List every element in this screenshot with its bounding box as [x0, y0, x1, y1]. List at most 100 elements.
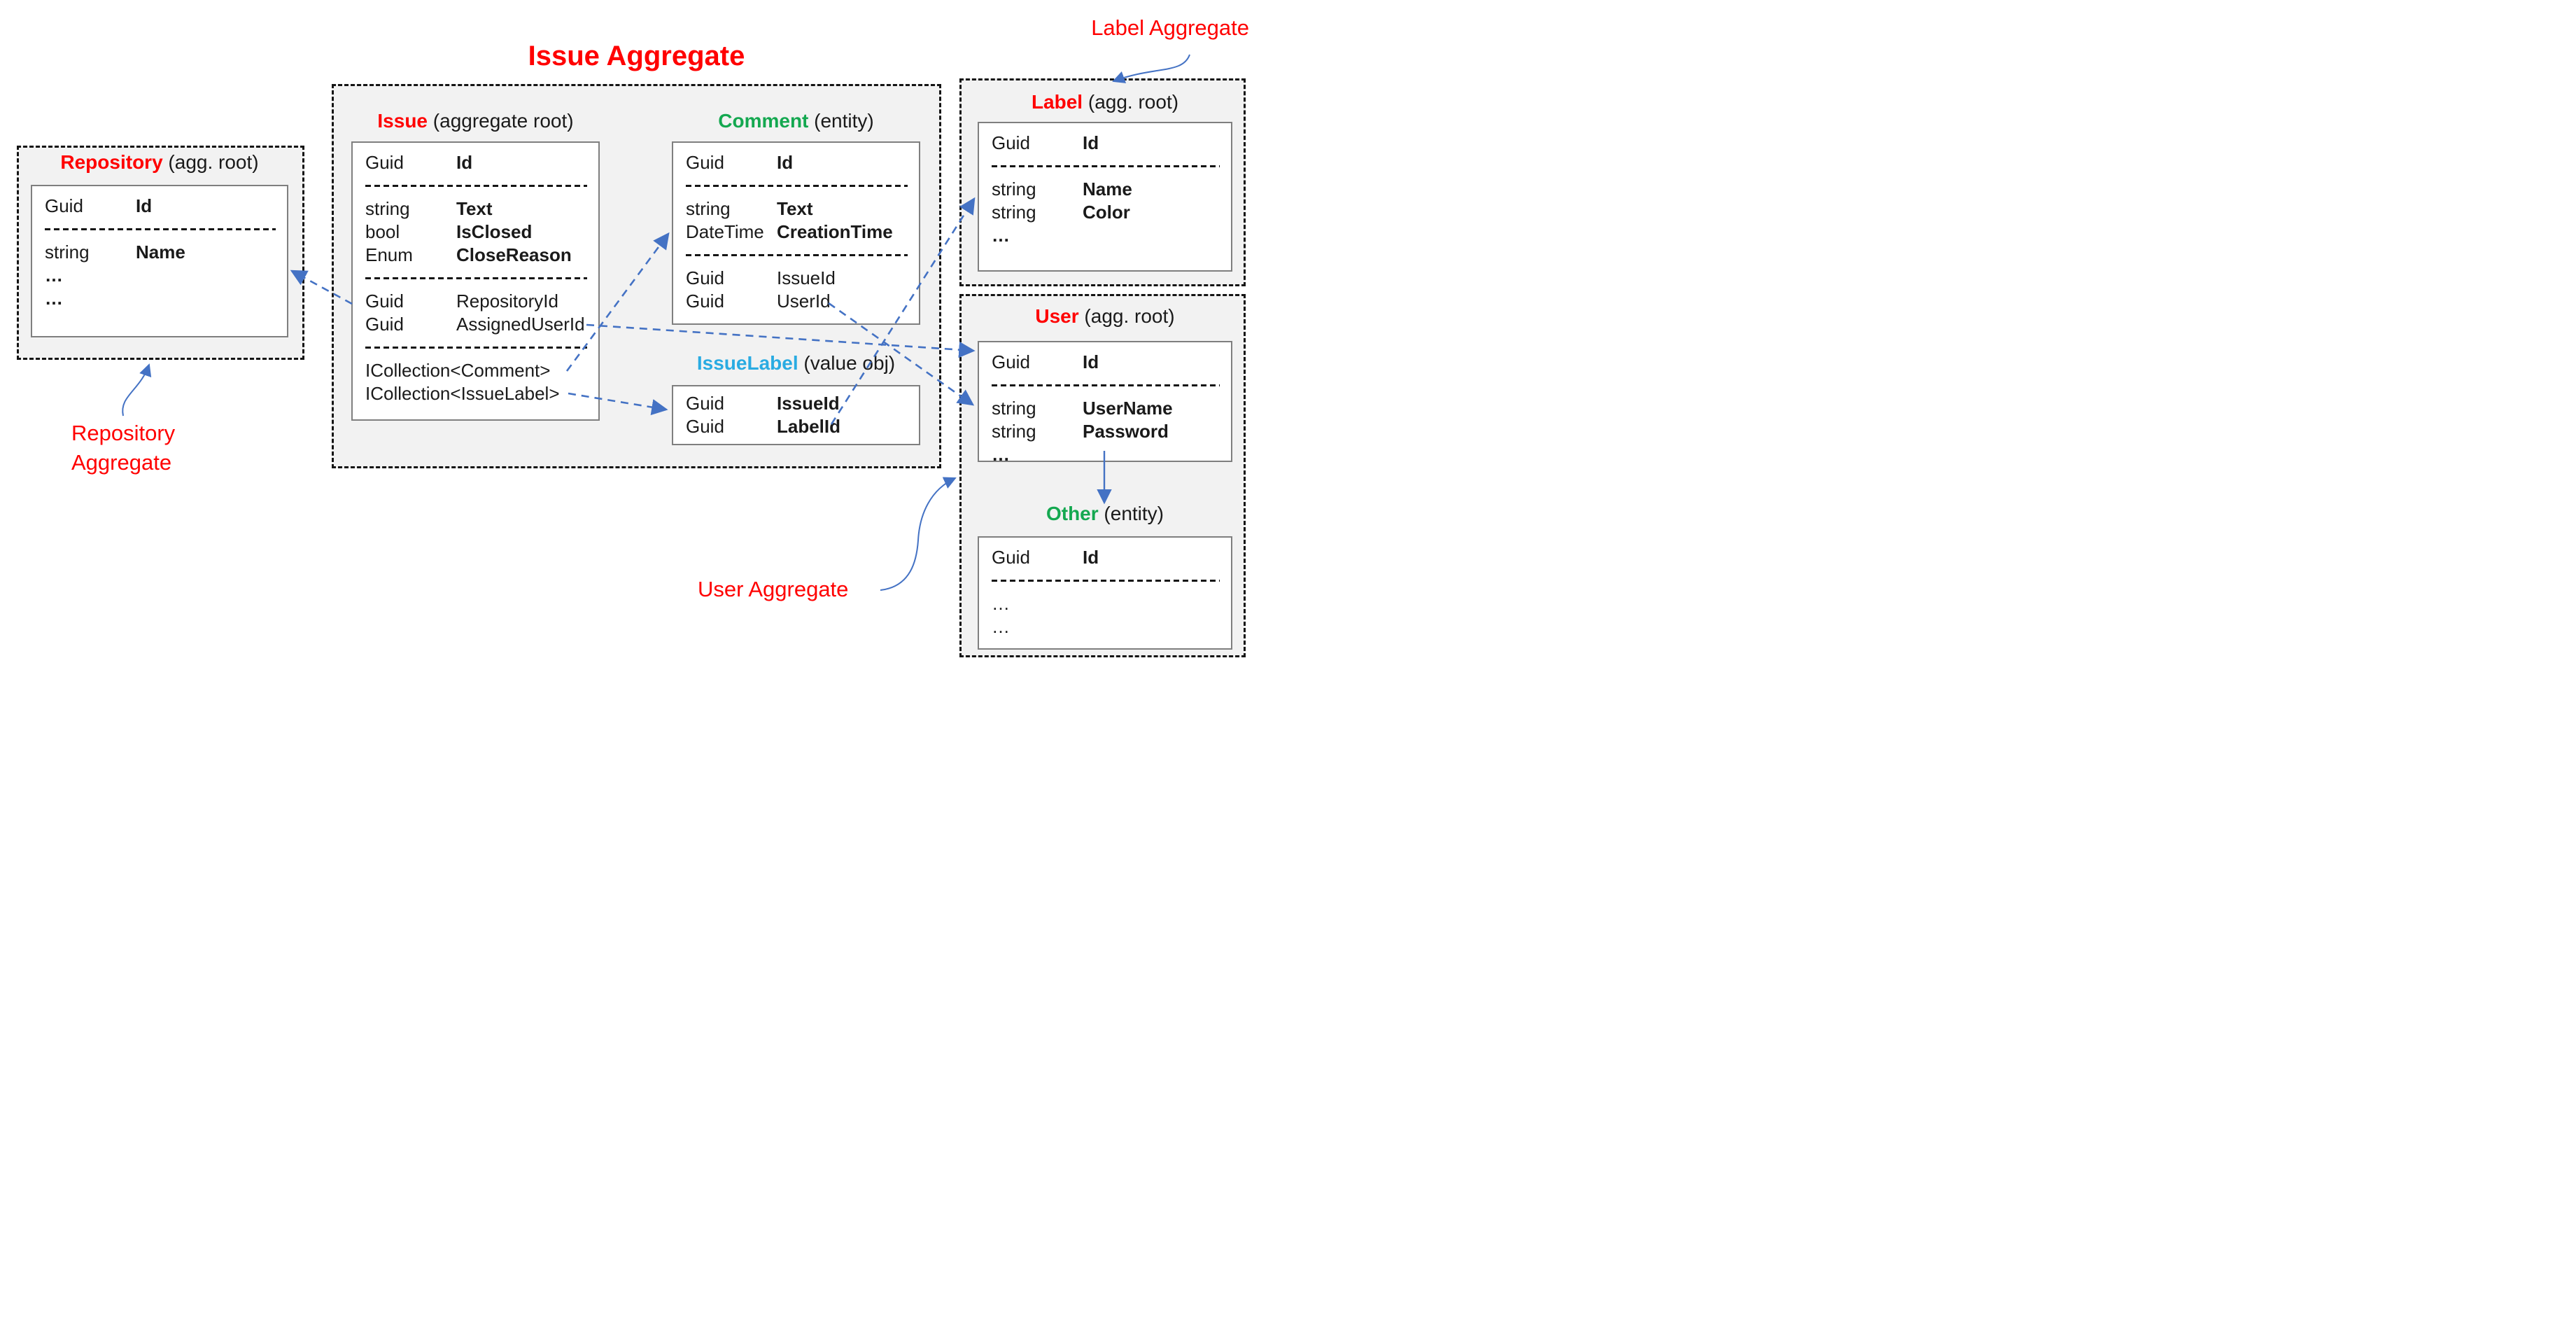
label-title-name: Label — [1031, 91, 1083, 113]
field-name: IssueId — [777, 267, 836, 288]
field-type: Guid — [992, 547, 1030, 568]
field-row: … — [32, 287, 287, 310]
other-box-title: Other (entity) — [978, 503, 1232, 525]
field-row: string Text — [353, 197, 598, 221]
repository-box-title: Repository (agg. root) — [31, 151, 288, 174]
separator-dashes — [365, 347, 587, 349]
field-type: Guid — [365, 152, 404, 173]
field-row: ICollection<IssueLabel> — [353, 382, 598, 405]
label-aggregate-annotation: Label Aggregate — [1091, 15, 1249, 40]
field-type: string — [686, 198, 731, 219]
field-row: Guid IssueId — [673, 392, 919, 415]
separator-dashes — [45, 228, 276, 230]
pointer-user-aggregate-annotation — [880, 477, 957, 591]
field-separator — [353, 174, 598, 197]
repository-title-name: Repository — [60, 151, 163, 173]
field-text: … — [992, 225, 1010, 246]
field-text: … — [992, 444, 1010, 465]
field-row: Guid IssueId — [673, 267, 919, 290]
field-name: UserId — [777, 291, 831, 312]
field-row: … — [979, 224, 1231, 247]
field-row: … — [979, 615, 1231, 638]
label-title-kind: (agg. root) — [1083, 91, 1179, 113]
field-type: Guid — [365, 291, 404, 312]
field-text: … — [45, 265, 63, 286]
field-type: bool — [365, 221, 400, 242]
field-row: Guid RepositoryId — [353, 290, 598, 313]
field-name: RepositoryId — [456, 291, 558, 312]
field-text: … — [992, 593, 1010, 614]
issuelabel-box-title: IssueLabel (value obj) — [672, 352, 920, 375]
separator-dashes — [992, 165, 1220, 167]
field-row: Guid Id — [979, 546, 1231, 569]
field-type: Guid — [686, 152, 724, 173]
field-separator — [32, 218, 287, 241]
field-type: Guid — [686, 291, 724, 312]
field-row: string Color — [979, 201, 1231, 224]
comment-box-title: Comment (entity) — [672, 110, 920, 132]
repository-aggregate-annotation: Repository Aggregate — [71, 419, 175, 477]
field-type: string — [992, 202, 1036, 223]
field-row: Guid Id — [353, 151, 598, 174]
field-type: string — [992, 179, 1036, 200]
separator-dashes — [365, 185, 587, 187]
field-type: Guid — [365, 314, 404, 335]
field-separator — [353, 267, 598, 290]
field-name: CreationTime — [777, 221, 893, 242]
field-name: Id — [1083, 547, 1099, 568]
field-name: AssignedUserId — [456, 314, 585, 335]
ddd-aggregate-diagram: Issue Aggregate Repository (agg. root) G… — [0, 0, 1288, 668]
other-entity-box: Guid Id …… — [978, 536, 1232, 650]
field-type: Guid — [45, 195, 83, 216]
field-name: Text — [456, 198, 493, 219]
field-separator — [979, 374, 1231, 397]
field-name: IssueId — [777, 393, 840, 414]
field-type: string — [992, 398, 1036, 419]
other-title-name: Other — [1046, 503, 1099, 524]
field-name: IsClosed — [456, 221, 533, 242]
issue-box-title: Issue (aggregate root) — [351, 110, 600, 132]
other-title-kind: (entity) — [1098, 503, 1164, 524]
comment-title-kind: (entity) — [808, 110, 874, 132]
field-text: ICollection<Comment> — [365, 360, 551, 381]
field-separator — [673, 174, 919, 197]
field-type: Guid — [686, 416, 724, 437]
field-row: string Text — [673, 197, 919, 221]
field-type: string — [365, 198, 410, 219]
field-name: Id — [456, 152, 473, 173]
pointer-label-aggregate-annotation — [1112, 54, 1190, 83]
user-title-name: User — [1035, 305, 1079, 327]
field-row: ICollection<Comment> — [353, 359, 598, 382]
issuelabel-title-kind: (value obj) — [798, 352, 896, 374]
user-box-title: User (agg. root) — [978, 305, 1232, 328]
pointer-repository-aggregate-annotation — [122, 363, 152, 417]
field-name: Color — [1083, 202, 1130, 223]
field-row: … — [979, 443, 1231, 466]
field-row: … — [32, 264, 287, 287]
field-type: Guid — [686, 393, 724, 414]
field-name: Text — [777, 198, 813, 219]
field-text: ICollection<IssueLabel> — [365, 383, 560, 404]
user-title-kind: (agg. root) — [1078, 305, 1175, 327]
separator-dashes — [686, 254, 908, 256]
field-type: string — [45, 242, 90, 263]
field-separator — [979, 155, 1231, 178]
field-name: CloseReason — [456, 244, 572, 265]
field-type: string — [992, 421, 1036, 442]
field-row: Guid AssignedUserId — [353, 313, 598, 336]
field-type: Guid — [686, 267, 724, 288]
field-row: Guid UserId — [673, 290, 919, 313]
user-aggregate-annotation: User Aggregate — [698, 577, 849, 601]
